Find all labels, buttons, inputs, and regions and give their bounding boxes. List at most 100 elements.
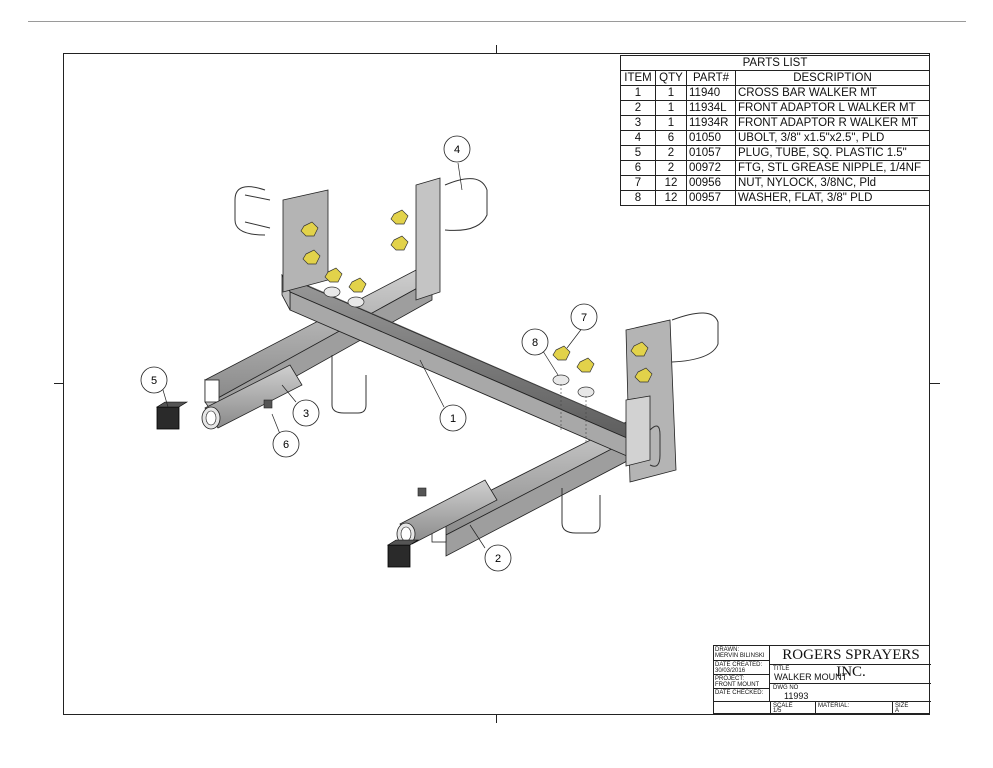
top-rule xyxy=(28,21,966,22)
callout-4: 4 xyxy=(443,135,471,163)
ubolt-right-top xyxy=(444,178,488,231)
row-description: WASHER, FLAT, 3/8" PLD xyxy=(735,190,930,206)
row-description: FTG, STL GREASE NIPPLE, 1/4NF xyxy=(735,160,930,176)
cross-bar xyxy=(281,274,652,467)
row-item: 1 xyxy=(620,85,656,101)
right-mount-plate xyxy=(625,319,677,483)
row-qty: 12 xyxy=(655,190,687,206)
row-item: 5 xyxy=(620,145,656,161)
size-label: SIZE xyxy=(895,703,909,709)
callout-label-6: 6 xyxy=(283,439,289,451)
callout-label-4: 4 xyxy=(454,144,460,156)
checked-label: DATE CHECKED: xyxy=(715,690,764,696)
parts-list-title: PARTS LIST xyxy=(620,55,930,71)
row-description: CROSS BAR WALKER MT xyxy=(735,85,930,101)
ubolt-right-bottom xyxy=(561,488,601,534)
row-description: FRONT ADAPTOR L WALKER MT xyxy=(735,100,930,116)
leader-lines xyxy=(162,162,584,549)
frame-tick-right xyxy=(930,383,940,384)
row-qty: 1 xyxy=(655,100,687,116)
left-mount-plates xyxy=(282,177,441,301)
callout-5: 5 xyxy=(140,366,168,394)
header-description: DESCRIPTION xyxy=(735,70,930,86)
row-description: UBOLT, 3/8" x1.5"x2.5", PLD xyxy=(735,130,930,146)
company-name: ROGERS SPRAYERS INC. xyxy=(782,647,920,680)
header-item: ITEM xyxy=(620,70,656,86)
row-part-number: 11934R xyxy=(686,115,736,131)
row-item: 4 xyxy=(620,130,656,146)
row-part-number: 11934L xyxy=(686,100,736,116)
title-value: WALKER MOUNT xyxy=(774,672,848,682)
created-label: DATE CREATED: xyxy=(715,662,763,668)
row-qty: 6 xyxy=(655,130,687,146)
callout-1: 1 xyxy=(439,404,467,432)
dwg-value: 11993 xyxy=(784,691,809,701)
row-description: FRONT ADAPTOR R WALKER MT xyxy=(735,115,930,131)
row-item: 7 xyxy=(620,175,656,191)
scale-value: 1/5 xyxy=(773,708,782,714)
row-item: 2 xyxy=(620,100,656,116)
callout-2: 2 xyxy=(484,544,512,572)
row-part-number: 00957 xyxy=(686,190,736,206)
callout-7: 7 xyxy=(570,303,598,331)
row-part-number: 00956 xyxy=(686,175,736,191)
u-bolts xyxy=(234,178,719,534)
callout-6: 6 xyxy=(272,430,300,458)
callout-balloons: 1 2 3 4 5 6 7 8 xyxy=(140,135,598,572)
frame-tick-bottom xyxy=(496,714,497,723)
callout-label-5: 5 xyxy=(151,375,157,387)
row-part-number: 11940 xyxy=(686,85,736,101)
frame-tick-left xyxy=(54,383,64,384)
dwg-label: DWG NO xyxy=(773,685,799,691)
callout-label-8: 8 xyxy=(532,337,538,349)
row-qty: 2 xyxy=(655,160,687,176)
info-column: DRAWN: MERVIN BILINSKI DATE CREATED: 30/… xyxy=(714,646,770,701)
row-item: 3 xyxy=(620,115,656,131)
title-block: DRAWN: MERVIN BILINSKI DATE CREATED: 30/… xyxy=(713,645,931,715)
created-value: 30/03/2016 xyxy=(715,668,746,674)
callout-label-7: 7 xyxy=(581,312,587,324)
callout-label-1: 1 xyxy=(450,413,456,425)
row-description: PLUG, TUBE, SQ. PLASTIC 1.5" xyxy=(735,145,930,161)
callout-label-2: 2 xyxy=(495,553,501,565)
row-qty: 1 xyxy=(655,85,687,101)
title-label: TITLE xyxy=(773,666,790,672)
ubolt-left-top xyxy=(234,186,266,236)
right-round-tube xyxy=(396,479,498,546)
row-part-number: 01050 xyxy=(686,130,736,146)
row-qty: 12 xyxy=(655,175,687,191)
callout-3: 3 xyxy=(292,399,320,427)
row-part-number: 01057 xyxy=(686,145,736,161)
frame-tick-top xyxy=(496,45,497,54)
parts-list-header: ITEM QTY PART# DESCRIPTION xyxy=(620,70,930,86)
ubolt-right-plate-low xyxy=(649,425,661,467)
callout-8: 8 xyxy=(521,328,549,356)
callout-label-3: 3 xyxy=(303,408,309,420)
grease-nipples xyxy=(263,399,427,497)
row-item: 8 xyxy=(620,190,656,206)
material-label: MATERIAL: xyxy=(818,703,850,709)
ubolt-right-plate xyxy=(671,312,719,363)
nylock-nuts xyxy=(300,209,653,383)
scale-label: SCALE xyxy=(773,703,793,709)
project-value: FRONT MOUNT xyxy=(715,682,760,688)
header-part: PART# xyxy=(686,70,736,86)
left-round-tube xyxy=(201,364,303,430)
header-qty: QTY xyxy=(655,70,687,86)
row-part-number: 00972 xyxy=(686,160,736,176)
row-qty: 2 xyxy=(655,145,687,161)
project-label: PROJECT: xyxy=(715,676,745,682)
ubolt-left-bottom xyxy=(331,355,367,414)
row-qty: 1 xyxy=(655,115,687,131)
